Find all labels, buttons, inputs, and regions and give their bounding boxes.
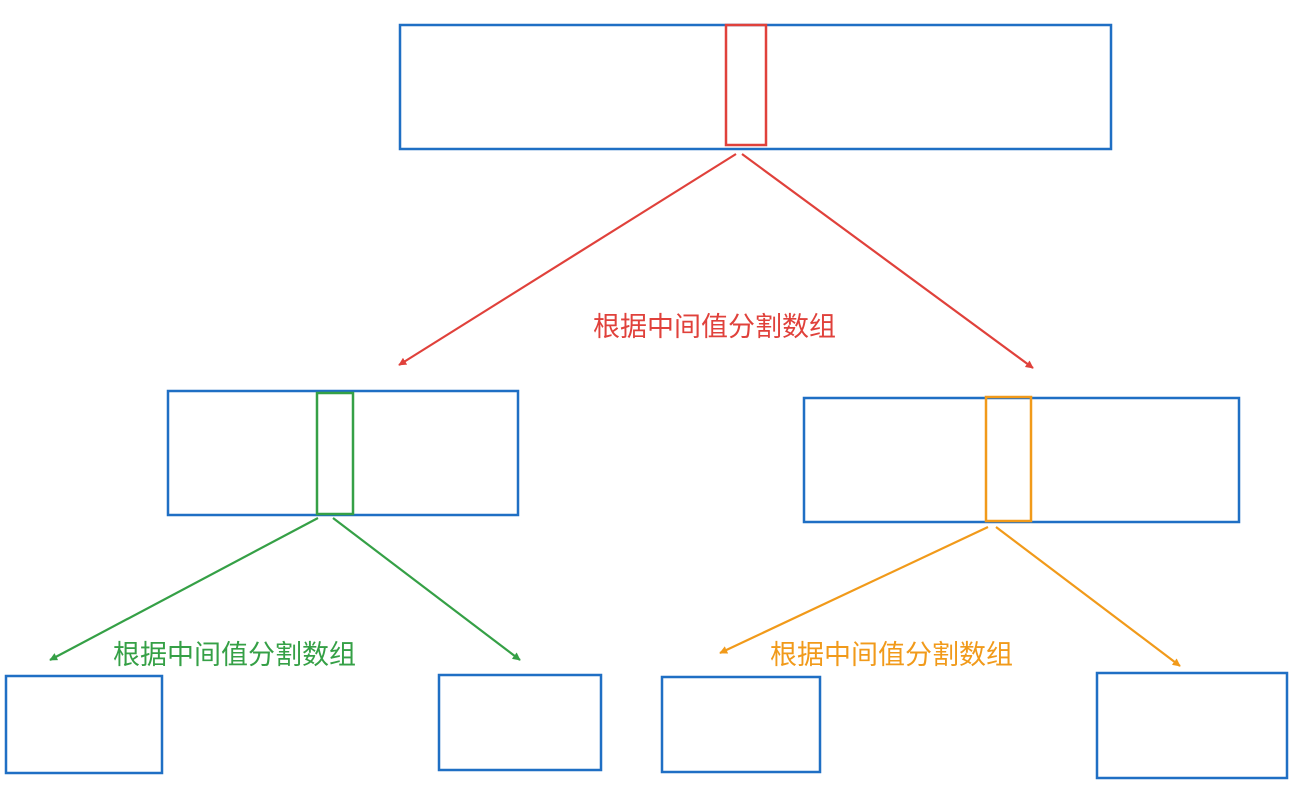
- top-left-arrow: [398, 153, 737, 366]
- middle-right-pivot-box: [984, 395, 1033, 523]
- bottom-array-box-4: [1095, 671, 1289, 780]
- middle-left-array-box: [166, 389, 520, 517]
- left-right-arrow: [332, 517, 521, 661]
- right-left-arrow: [719, 526, 989, 654]
- right-split-label: 根据中间值分割数组: [770, 640, 1013, 671]
- middle-left-pivot-box: [315, 391, 355, 516]
- right-right-arrow: [995, 526, 1181, 667]
- bottom-array-box-1: [4, 674, 164, 775]
- top-array-box: [398, 23, 1113, 151]
- left-split-label: 根据中间值分割数组: [113, 640, 356, 671]
- bottom-array-box-3: [660, 675, 822, 774]
- bottom-array-box-2: [437, 673, 603, 772]
- top-split-label: 根据中间值分割数组: [593, 312, 836, 343]
- left-left-arrow: [49, 517, 319, 661]
- middle-right-array-box: [802, 396, 1241, 524]
- top-pivot-box: [724, 23, 768, 147]
- top-right-arrow: [741, 153, 1034, 369]
